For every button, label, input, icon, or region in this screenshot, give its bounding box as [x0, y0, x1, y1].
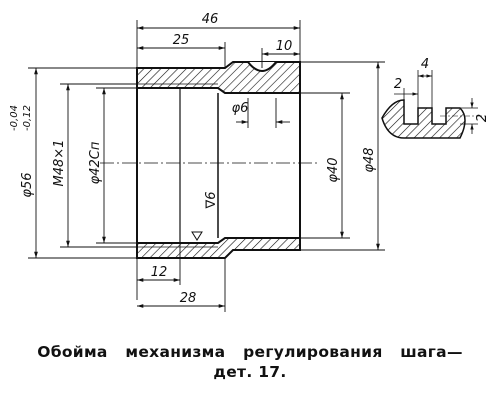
dim-phi6: φ6	[232, 101, 249, 116]
figure-caption: Обойма механизма регулирования шага— дет…	[0, 342, 500, 382]
caption-line-2: дет. 17.	[213, 363, 287, 381]
dim-12: 12	[151, 265, 168, 280]
vertical-dimensions	[28, 61, 385, 259]
groove-detail	[381, 70, 488, 139]
dim-phi56-tol-lower: -0,12	[22, 105, 33, 131]
dim-25: 25	[173, 33, 190, 48]
technical-drawing: 46 25 10 φ6 12 28 φ56 -0,04 -0,12 M48×1 …	[9, 12, 490, 312]
dim-10: 10	[276, 39, 293, 54]
detail-dim-2a: 2	[394, 77, 402, 92]
dim-46: 46	[202, 12, 219, 27]
bottom-wall-hatch	[136, 237, 301, 259]
surface-finish-mark: ∇6	[204, 192, 219, 210]
top-wall-hatch	[136, 61, 301, 94]
dim-phi56-tol-upper: -0,04	[9, 105, 20, 131]
dim-phi48: φ48	[362, 147, 377, 172]
dim-phi56: φ56	[20, 172, 35, 197]
horizontal-dimensions	[136, 20, 301, 312]
caption-line-1: Обойма механизма регулирования шага—	[37, 343, 463, 361]
finish-triangle-icon	[191, 231, 203, 241]
dim-m48: M48×1	[52, 140, 67, 187]
dim-phi40: φ40	[326, 157, 341, 182]
dim-28: 28	[180, 291, 197, 306]
part-section	[136, 61, 301, 259]
detail-dim-4: 4	[421, 57, 429, 72]
dim-phi42: φ42Сп	[88, 141, 103, 184]
detail-dim-2b: 2	[475, 114, 490, 122]
